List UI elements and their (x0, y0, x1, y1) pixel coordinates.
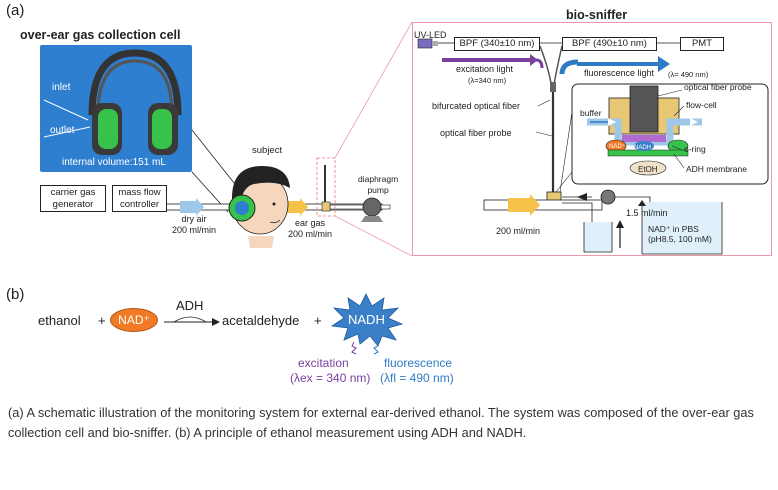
nad-solution-label: NAD⁺ in PBS (pH8.5, 100 mM) (648, 224, 712, 244)
internal-volume-label: internal volume:151 mL (62, 157, 166, 168)
bio-sniffer-title: bio-sniffer (566, 8, 628, 22)
subject-head-icon (228, 166, 290, 248)
etoh-label: EtOH (638, 165, 658, 174)
bpf-340-box: BPF (340±10 nm) (454, 37, 540, 51)
uv-led-label: UV-LED (414, 30, 447, 40)
headphone-photo: inlet outlet internal volume:151 mL (40, 45, 192, 172)
bifurcated-fiber-label: bifurcated optical fiber (432, 101, 521, 111)
outlet-label: outlet (50, 125, 75, 136)
nad-oval: NAD⁺ (110, 308, 158, 332)
bio-sniffer-detail (412, 22, 772, 256)
flow-cell-label: flow-cell (686, 100, 717, 110)
carrier-gas-generator: carrier gas generator (40, 185, 106, 212)
subject-label: subject (252, 145, 283, 156)
mass-flow-controller: mass flow controller (112, 185, 167, 212)
diaphragm-pump-label: diaphragm pump (358, 174, 399, 195)
ethanol-label: ethanol (38, 313, 81, 328)
excitation-wavelength-label: (λ=340 nm) (468, 76, 507, 85)
nad-small-label: NAD⁺ (609, 144, 625, 150)
excitation-label-b: excitation (298, 356, 349, 370)
excitation-wl-b: (λex = 340 nm) (290, 371, 371, 385)
adh-label: ADH (176, 298, 204, 313)
pmt-box: PMT (680, 37, 724, 51)
adh-membrane-label: ADH membrane (686, 164, 747, 174)
probe-label-zoom: optical fiber probe (684, 82, 752, 92)
inlet-label: inlet (52, 82, 71, 93)
acetaldehyde-label: acetaldehyde (222, 313, 300, 328)
bpf-490-box: BPF (490±10 nm) (562, 37, 657, 51)
nadh-label: NADH (348, 312, 385, 327)
fluorescence-label-b: fluorescence (384, 356, 453, 370)
headphone-icon (43, 49, 182, 155)
plus-2: + (314, 313, 322, 328)
buffer-label: buffer (580, 108, 602, 118)
panel-a-label: (a) (6, 2, 25, 19)
dry-air-label: dry air 200 ml/min (172, 214, 217, 235)
optical-fiber-probe-label: optical fiber probe (440, 128, 512, 138)
excitation-light-label: excitation light (456, 64, 514, 74)
emission-squiggles (351, 341, 379, 355)
fluorescence-light-label: fluorescence light (584, 68, 655, 78)
fluorescence-wl-b: (λfl = 490 nm) (380, 371, 454, 385)
bio-sniffer-drawing (417, 38, 769, 255)
reaction-arrow (164, 316, 220, 326)
nadh-small-label: NADH (634, 145, 652, 151)
nadh-burst-icon (330, 293, 404, 346)
figure-caption: (a) A schematic illustration of the moni… (8, 405, 754, 440)
fluorescence-wavelength-label: (λ= 490 nm) (668, 70, 709, 79)
panel-b-label: (b) (6, 286, 25, 303)
plus-1: + (98, 313, 106, 328)
flow-rate-label: 1.5 ml/min (626, 208, 668, 218)
flow-200-label: 200 ml/min (496, 226, 541, 236)
ear-gas-label: ear gas 200 ml/min (288, 218, 333, 239)
gas-collection-cell-title: over-ear gas collection cell (20, 28, 181, 42)
oring-label: o-ring (684, 144, 706, 154)
